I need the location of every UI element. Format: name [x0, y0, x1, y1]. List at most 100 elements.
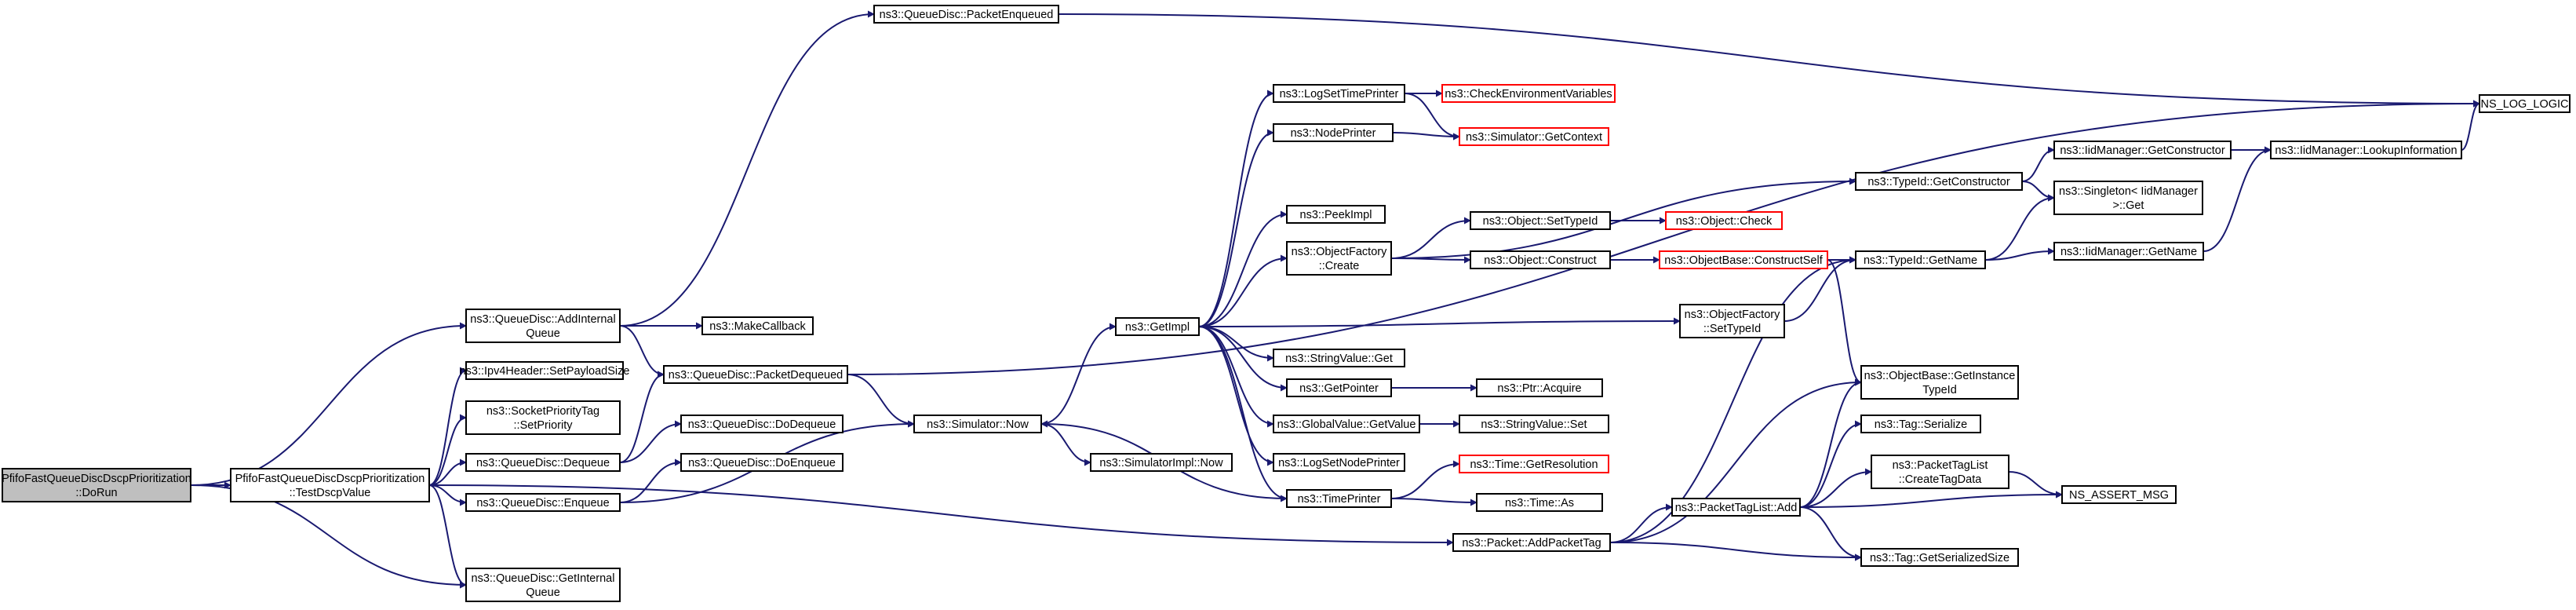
node-taggetsersize[interactable]: ns3::Tag::GetSerializedSize	[1860, 548, 2019, 567]
node-nodeprinter[interactable]: ns3::NodePrinter	[1273, 123, 1394, 142]
node-label: ns3::PeekImpl	[1300, 209, 1372, 221]
node-label: ns3::QueueDisc::DoEnqueue	[688, 457, 836, 469]
node-label: ns3::Packet::AddPacketTag	[1462, 537, 1601, 550]
node-addpackettag[interactable]: ns3::Packet::AddPacketTag	[1452, 533, 1611, 552]
node-label: ns3::Time::GetResolution	[1470, 458, 1598, 471]
node-label: ns3::QueueDisc::Dequeue	[476, 457, 610, 469]
node-nsassert[interactable]: NS_ASSERT_MSG	[2061, 485, 2177, 504]
node-label: ns3::PacketTagList	[1893, 459, 1988, 472]
node-globalvalget[interactable]: ns3::GlobalValue::GetValue	[1273, 415, 1420, 433]
node-objbaseconstruct[interactable]: ns3::ObjectBase::ConstructSelf	[1659, 250, 1828, 269]
node-enqueue[interactable]: ns3::QueueDisc::Enqueue	[465, 493, 621, 512]
node-objcheck[interactable]: ns3::Object::Check	[1665, 211, 1783, 230]
node-pkttaglistcreate[interactable]: ns3::PacketTagList::CreateTagData	[1871, 455, 2009, 489]
node-strvalset[interactable]: ns3::StringValue::Set	[1459, 415, 1609, 433]
node-label: ns3::SimulatorImpl::Now	[1099, 457, 1223, 469]
edge-pkttaglistadd-to-tagserialize	[1799, 420, 1862, 508]
node-ipv4payload[interactable]: ns3::Ipv4Header::SetPayloadSize	[460, 361, 630, 380]
node-box	[1855, 250, 1986, 269]
edge-pkttaglistadd-to-objbasegetinst	[1799, 378, 1862, 508]
node-box	[1665, 211, 1783, 230]
node-box	[465, 309, 621, 343]
edge-getimpl-to-getpointer	[1198, 326, 1288, 392]
edge-pkttaglistcreate-to-nsassert	[2008, 471, 2063, 499]
node-box	[1452, 533, 1611, 552]
node-timeas[interactable]: ns3::Time::As	[1476, 493, 1603, 512]
node-objsettypeid[interactable]: ns3::Object::SetTypeId	[1470, 211, 1611, 230]
node-box	[465, 453, 621, 472]
node-box	[1441, 84, 1616, 103]
edge-getimpl-to-globalvalget	[1198, 326, 1274, 428]
node-iidlookup[interactable]: ns3::IidManager::LookupInformation	[2270, 141, 2462, 159]
node-pktenq[interactable]: ns3::QueueDisc::PacketEnqueued	[873, 5, 1059, 24]
node-label: ns3::SocketPriorityTag	[486, 405, 599, 418]
node-nsloglogic[interactable]: NS_LOG_LOGIC	[2479, 94, 2571, 113]
node-objfactcreate[interactable]: ns3::ObjectFactory::Create	[1286, 241, 1392, 276]
node-strvalget[interactable]: ns3::StringValue::Get	[1273, 349, 1405, 367]
node-box	[1090, 453, 1233, 472]
node-objconstruct[interactable]: ns3::Object::Construct	[1470, 250, 1611, 269]
node-simgetctx[interactable]: ns3::Simulator::GetContext	[1459, 127, 1609, 146]
node-box	[1860, 365, 2019, 400]
node-sockprio[interactable]: ns3::SocketPriorityTag::SetPriority	[465, 400, 621, 435]
node-pkttaglistadd[interactable]: ns3::PacketTagList::Add	[1671, 498, 1801, 517]
edge-typeidgetctor-to-iidgetctor	[2021, 146, 2055, 182]
node-simnow[interactable]: ns3::Simulator::Now	[913, 415, 1042, 433]
node-box	[1273, 453, 1405, 472]
node-dequeue[interactable]: ns3::QueueDisc::Dequeue	[465, 453, 621, 472]
node-box	[1273, 123, 1394, 142]
node-timegetres[interactable]: ns3::Time::GetResolution	[1459, 455, 1609, 473]
node-label: ns3::TypeId::GetConstructor	[1867, 176, 2010, 188]
edge-nodeprinter-to-simgetctx	[1392, 132, 1460, 141]
node-getpointer[interactable]: ns3::GetPointer	[1286, 378, 1392, 397]
edges-layer	[190, 10, 2480, 589]
node-box	[1286, 378, 1392, 397]
node-testdscp[interactable]: PfifoFastQueueDiscDscpPrioritization::Te…	[230, 468, 430, 502]
node-typeidgetctor[interactable]: ns3::TypeId::GetConstructor	[1855, 172, 2023, 191]
node-box	[1115, 317, 1200, 336]
edge-logsettime-to-simgetctx	[1404, 93, 1460, 141]
node-getimpl[interactable]: ns3::GetImpl	[1115, 317, 1200, 336]
node-iidgetname[interactable]: ns3::IidManager::GetName	[2053, 242, 2204, 261]
node-label: ns3::StringValue::Get	[1285, 352, 1393, 365]
node-checkenv[interactable]: ns3::CheckEnvironmentVariables	[1441, 84, 1616, 103]
node-ptracquire[interactable]: ns3::Ptr::Acquire	[1476, 378, 1603, 397]
node-pktdeq[interactable]: ns3::QueueDisc::PacketDequeued	[663, 365, 848, 384]
node-objfactsettypeid[interactable]: ns3::ObjectFactory::SetTypeId	[1679, 304, 1785, 338]
node-simimplnow[interactable]: ns3::SimulatorImpl::Now	[1090, 453, 1233, 472]
nodes-layer: PfifoFastQueueDiscDscpPrioritization::Do…	[2, 5, 2571, 602]
node-label: ns3::LogSetTimePrinter	[1280, 88, 1399, 100]
node-box	[1470, 211, 1611, 230]
edge-timeprinter-to-timegetres	[1390, 460, 1460, 499]
node-dodequeue[interactable]: ns3::QueueDisc::DoDequeue	[680, 415, 843, 433]
node-typeidgetname[interactable]: ns3::TypeId::GetName	[1855, 250, 1986, 269]
node-singletonget[interactable]: ns3::Singleton< IidManager >::Get	[2053, 181, 2203, 215]
node-box	[1470, 250, 1611, 269]
node-tagserialize[interactable]: ns3::Tag::Serialize	[1860, 415, 1981, 433]
node-label: ns3::QueueDisc::DoDequeue	[688, 418, 836, 431]
node-doenqueue[interactable]: ns3::QueueDisc::DoEnqueue	[680, 453, 843, 472]
edge-dorun-to-addinternal	[190, 322, 467, 486]
node-logsetnode[interactable]: ns3::LogSetNodePrinter	[1273, 453, 1405, 472]
edge-objfactcreate-to-objsettypeid	[1390, 217, 1471, 259]
node-dorun[interactable]: PfifoFastQueueDiscDscpPrioritization::Do…	[2, 468, 191, 502]
node-box	[2053, 181, 2203, 215]
node-iidgetctor[interactable]: ns3::IidManager::GetConstructor	[2053, 141, 2232, 159]
node-box	[1860, 548, 2019, 567]
node-box	[230, 468, 430, 502]
node-box	[1286, 489, 1392, 508]
node-label: ns3::TypeId::GetName	[1864, 254, 1977, 267]
node-makecb[interactable]: ns3::MakeCallback	[701, 316, 814, 335]
edge-getimpl-to-objfactsettypeid	[1198, 317, 1681, 327]
edge-addpackettag-to-pkttaglistadd	[1609, 503, 1673, 543]
node-label: ns3::Time::As	[1505, 497, 1574, 510]
node-label: ns3::QueueDisc::PacketEnqueued	[880, 9, 1054, 21]
node-timeprinter[interactable]: ns3::TimePrinter	[1286, 489, 1392, 508]
node-label: ::SetPriority	[514, 419, 574, 432]
node-logsettime[interactable]: ns3::LogSetTimePrinter	[1273, 84, 1405, 103]
node-label: ::Create	[1319, 260, 1360, 272]
node-peekimpl[interactable]: ns3::PeekImpl	[1286, 205, 1386, 224]
